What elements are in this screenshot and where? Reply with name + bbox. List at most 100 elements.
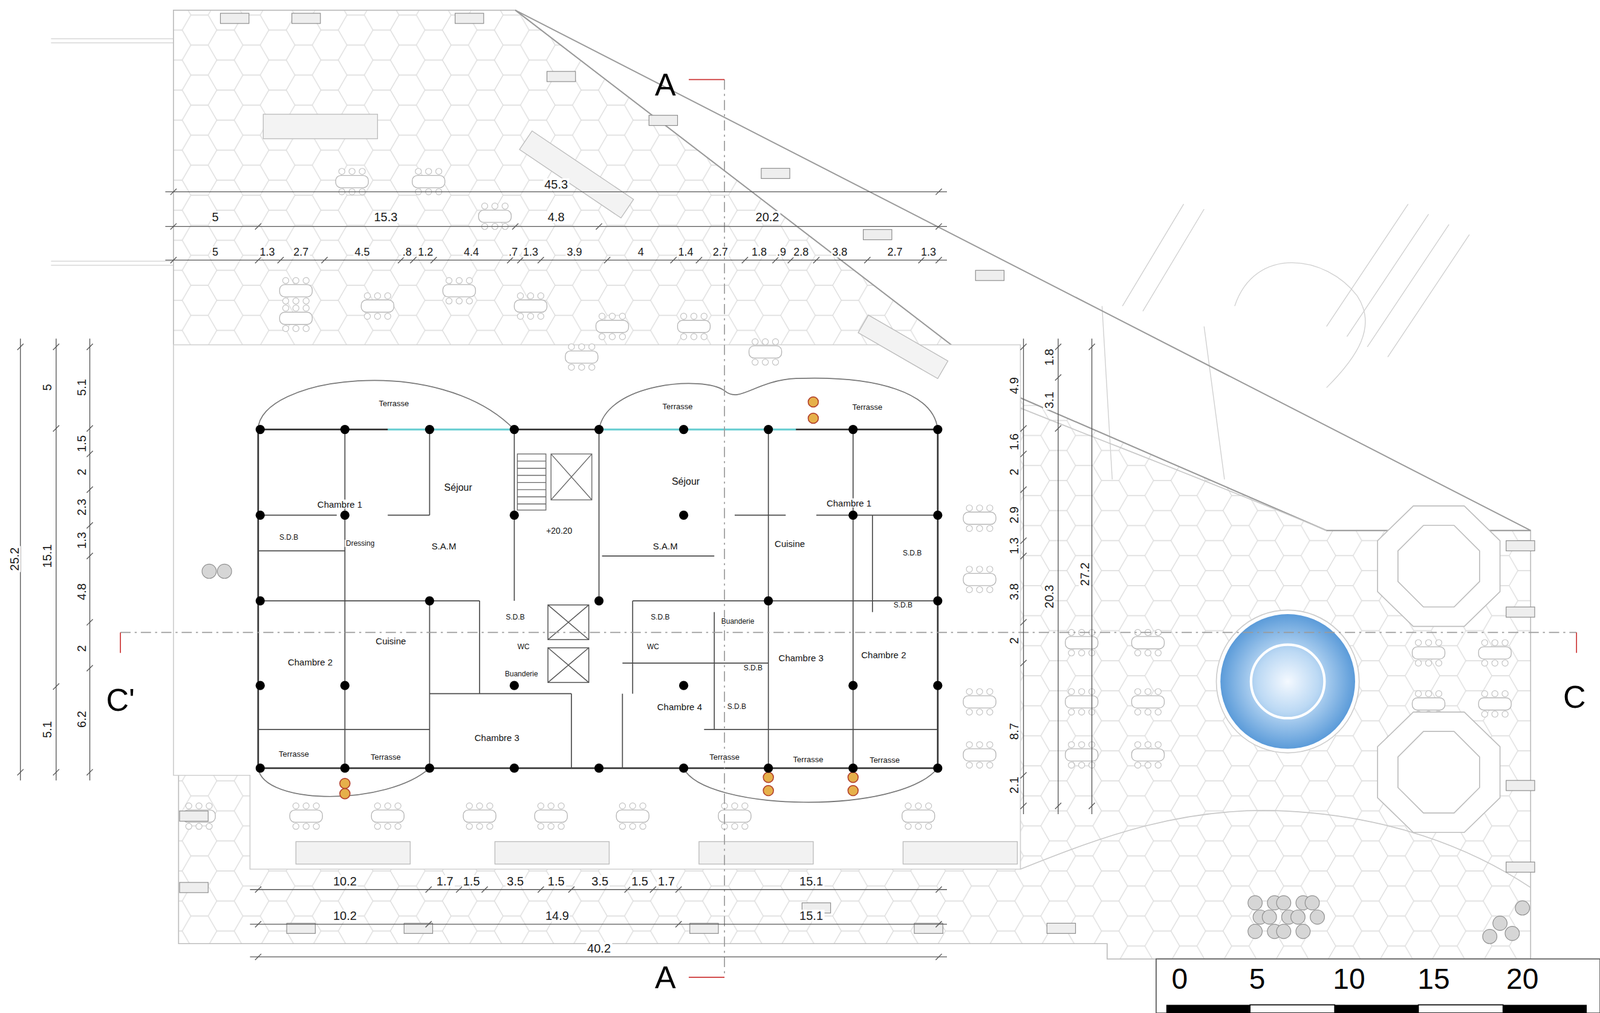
plan-graphic: [429, 429, 431, 516]
plan-graphic: [1481, 691, 1488, 698]
plan-graphic: [455, 13, 484, 24]
room-name: Terrasse: [868, 756, 901, 765]
dimension-value: 25.2: [8, 546, 21, 573]
plan-graphic: [195, 803, 202, 810]
plan-graphic: [1134, 688, 1142, 695]
room-name: S.D.B: [901, 549, 923, 557]
plan-graphic: [976, 504, 983, 511]
room-name: Séjour: [443, 483, 474, 493]
plan-graphic: [258, 515, 337, 517]
dimension-value: 40.2: [585, 942, 612, 955]
plan-graphic: [966, 688, 973, 695]
plan-graphic: [409, 256, 417, 264]
plan-graphic: [1020, 344, 1027, 351]
plan-graphic: [1131, 695, 1165, 709]
plan-graphic: [963, 695, 996, 709]
plan-graphic: [302, 298, 309, 305]
plan-graphic: [537, 823, 544, 830]
plan-graphic: [935, 954, 942, 961]
garden-strip: [858, 315, 948, 379]
plan-graphic: [534, 810, 568, 823]
room-name: Séjour: [670, 477, 701, 487]
plan-graphic: [195, 823, 202, 830]
plan-graphic: [639, 803, 646, 810]
plan-graphic: [915, 823, 922, 830]
plan-graphic: [568, 344, 575, 351]
plan-graphic: [763, 763, 773, 773]
plan-graphic: [374, 292, 381, 299]
plan-graphic: [933, 510, 943, 521]
plan-graphic: [476, 803, 483, 810]
plan-graphic: [1425, 660, 1432, 667]
plan-graphic: [466, 277, 473, 284]
plan-graphic: [302, 823, 309, 830]
garden-curve: [1020, 408, 1327, 531]
plan-graphic: [494, 841, 609, 865]
room-name: S.D.B: [278, 533, 300, 542]
plan-graphic: [302, 305, 309, 312]
plan-graphic: [933, 681, 943, 691]
plan-graphic: [629, 803, 636, 810]
plan-graphic: [699, 841, 814, 865]
plan-graphic: [966, 762, 973, 769]
plan-graphic: [594, 596, 604, 606]
plan-graphic: [1398, 731, 1480, 814]
plan-graphic: [17, 344, 24, 351]
plan-graphic: [966, 504, 973, 511]
plan-graphic: [966, 566, 973, 573]
plan-graphic: [772, 338, 779, 345]
plan-graphic: [966, 709, 973, 716]
plan-graphic: [976, 762, 983, 769]
plan-graphic: [1131, 636, 1165, 649]
dimension-lines: [17, 188, 1096, 961]
dimension-value: 1.2: [416, 246, 435, 258]
room-name: Terrasse: [661, 402, 695, 410]
plan-graphic: [1481, 639, 1488, 646]
plan-graphic: [1502, 711, 1509, 718]
plan-graphic: [1055, 344, 1062, 351]
scale-bar: [1156, 959, 1600, 1013]
plan-graphic: [1131, 749, 1165, 762]
plan-graphic: [1020, 660, 1027, 667]
plan-graphic: [763, 425, 773, 435]
plan-graphic: [1023, 338, 1024, 815]
plan-graphic: [517, 313, 524, 320]
plan-graphic: [517, 482, 547, 484]
plan-graphic: [119, 632, 121, 654]
plan-graphic: [558, 803, 565, 810]
plan-graphic: [547, 648, 589, 683]
plan-graphic: [537, 313, 544, 320]
plan-graphic: [1506, 541, 1535, 552]
plan-graphic: [292, 277, 299, 284]
plan-graphic: [547, 803, 554, 810]
plan-graphic: [1412, 647, 1446, 660]
plan-graphic: [1144, 762, 1151, 769]
plan-graphic: [679, 763, 689, 773]
dimension-value: .7: [507, 246, 519, 258]
plan-graphic: [279, 312, 313, 325]
room-name: S.A.M: [651, 541, 680, 551]
plan-graphic: [249, 889, 947, 891]
plan-graphic: [565, 351, 599, 364]
plan-graphic: [619, 803, 626, 810]
plan-graphic: [53, 344, 60, 351]
plan-graphic: [53, 769, 60, 776]
plan-graphic: [808, 413, 819, 424]
plan-graphic: [1502, 660, 1509, 667]
plan-graphic: [568, 364, 575, 371]
plan-graphic: [1020, 772, 1027, 779]
dimension-value: 45.3: [543, 178, 570, 191]
plan-graphic: [206, 803, 213, 810]
plan-graphic: [966, 741, 973, 748]
plan-graphic: [1068, 688, 1075, 695]
plan-graphic: [165, 226, 947, 227]
plan-graphic: [255, 425, 265, 435]
plan-graphic: [935, 256, 942, 264]
dimension-value: 1.3: [75, 530, 88, 551]
plan-graphic: [871, 515, 874, 612]
plan-graphic: [1020, 425, 1027, 432]
plan-graphic: [120, 632, 1577, 634]
dimension-value: 1.5: [546, 875, 566, 888]
plan-graphic: [761, 168, 790, 179]
